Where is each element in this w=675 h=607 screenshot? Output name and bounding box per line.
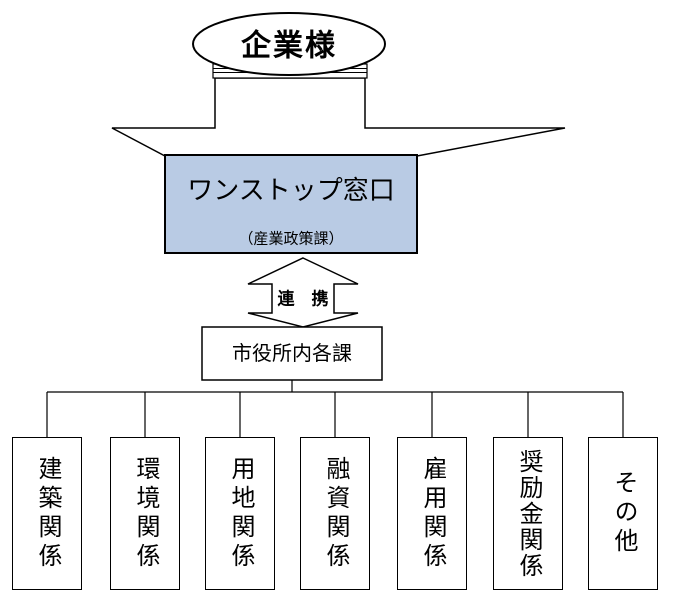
dept-box-employment: 雇用関係	[397, 437, 467, 590]
dept-box-building: 建築関係	[12, 437, 82, 590]
one-stop-box	[164, 154, 418, 254]
dept-box-other: その他	[588, 437, 658, 590]
dept-box-environment: 環境関係	[110, 437, 180, 590]
city-hall-box	[201, 326, 383, 381]
one-stop-title: ワンストップ窓口	[187, 175, 394, 205]
dept-label-financing: 融資関係	[322, 455, 349, 572]
dept-label-building: 建築関係	[34, 455, 61, 572]
dept-label-employment: 雇用関係	[419, 455, 446, 572]
company-label: 企業様	[241, 29, 337, 63]
dept-label-land: 用地関係	[227, 455, 254, 572]
dept-box-land: 用地関係	[205, 437, 275, 590]
link-label: 連 携	[278, 289, 329, 309]
company-ellipse	[192, 12, 386, 76]
dept-box-financing: 融資関係	[300, 437, 370, 590]
inflow-arrow	[111, 77, 566, 157]
one-stop-department: （産業政策課）	[238, 231, 343, 248]
dept-label-other: その他	[610, 470, 637, 557]
city-hall-label: 市役所内各課	[232, 342, 352, 365]
dept-label-environment: 環境関係	[132, 455, 159, 572]
dept-box-incentive: 奨励金関係	[493, 437, 563, 590]
dept-label-incentive: 奨励金関係	[515, 448, 542, 579]
